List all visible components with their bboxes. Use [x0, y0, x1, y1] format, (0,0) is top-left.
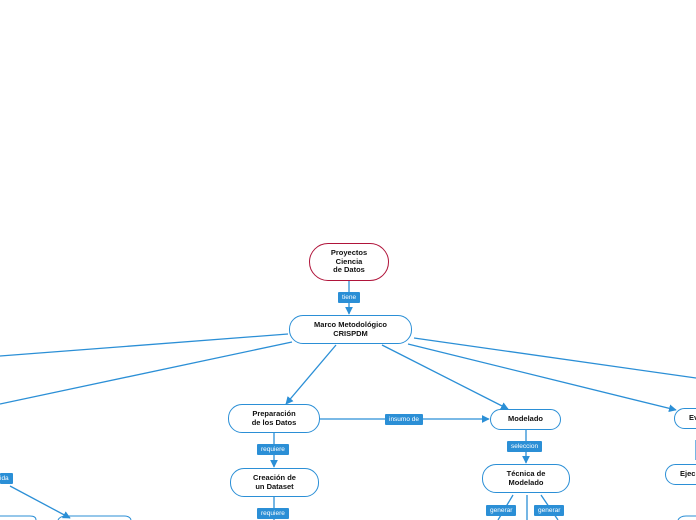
- tag-requiere-2: requiere: [257, 508, 289, 519]
- partial-node-bottom-right: [677, 515, 696, 520]
- node-ejecucion-partial[interactable]: Ejec: [665, 464, 696, 485]
- tag-seleccion: seleccion: [507, 441, 543, 452]
- tag-insumo-de: insumo de: [385, 414, 423, 425]
- tag-generar-1: generar: [486, 505, 517, 516]
- partial-node-bottom-left-2: [57, 515, 132, 520]
- edge-marco-modelado: [381, 344, 509, 410]
- node-modelado[interactable]: Modelado: [490, 409, 561, 430]
- node-preparacion-datos[interactable]: Preparación de los Datos: [228, 404, 320, 433]
- edge-left-partial: [9, 485, 71, 519]
- node-marco-metodologico[interactable]: Marco Metodológico CRISPDM: [289, 315, 412, 344]
- edge-marco-evaluacion: [407, 343, 677, 413]
- tag-ida-partial: ida: [0, 473, 13, 484]
- tag-tiene: tiene: [338, 292, 361, 303]
- node-proyectos-ciencia-datos[interactable]: Proyectos Ciencia de Datos: [309, 243, 389, 281]
- node-creacion-dataset[interactable]: Creación de un Dataset: [230, 468, 319, 497]
- partial-node-bottom-left-1: [0, 515, 37, 520]
- tag-requiere-1: requiere: [257, 444, 289, 455]
- edge-marco-preparacion: [285, 344, 337, 405]
- edge-marco-right: [413, 337, 696, 379]
- edge-marco-left-1: [0, 333, 289, 357]
- tag-generar-2: generar: [534, 505, 565, 516]
- node-tecnica-modelado[interactable]: Técnica de Modelado: [482, 464, 570, 493]
- node-evaluacion-partial[interactable]: Ev: [674, 408, 696, 429]
- edge-marco-left-2: [0, 341, 293, 405]
